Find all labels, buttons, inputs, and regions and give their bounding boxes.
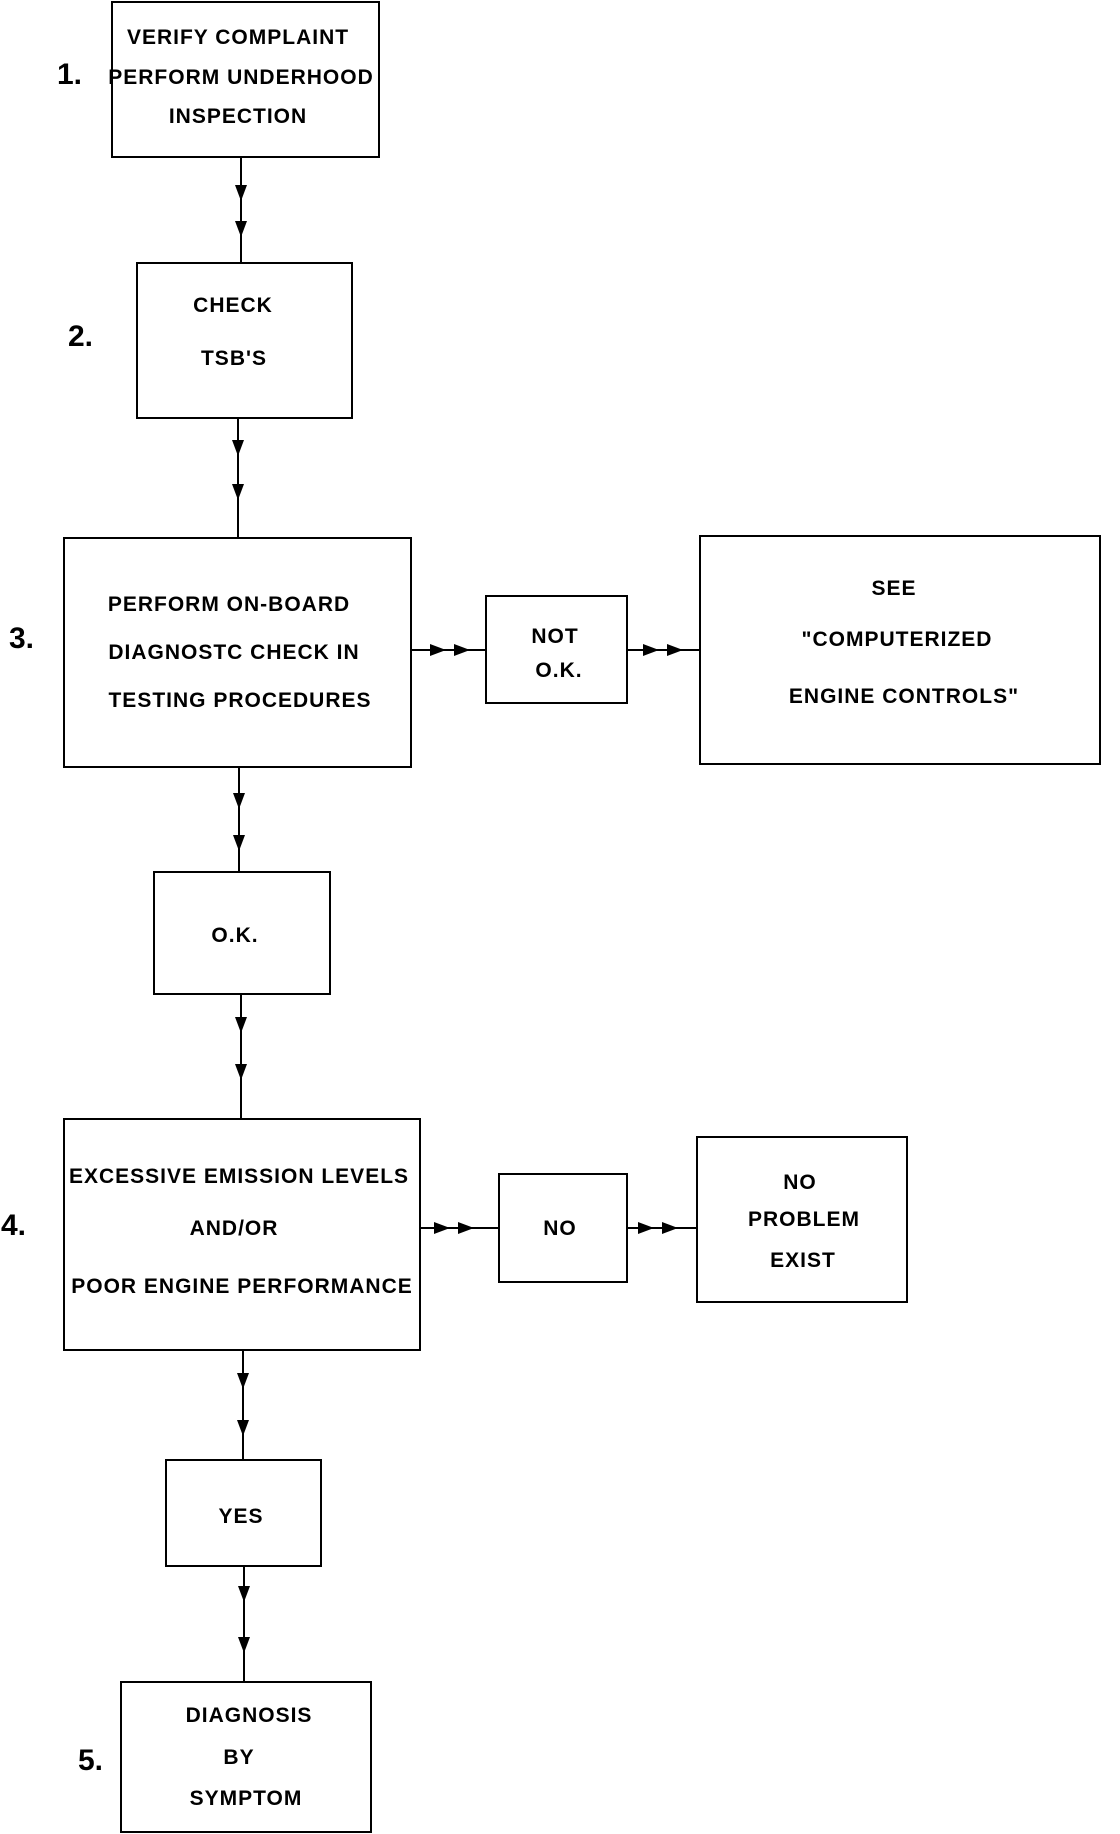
box-line: NO bbox=[783, 1171, 817, 1194]
box-see-computerized-frame bbox=[699, 535, 1101, 765]
arrowhead bbox=[238, 1586, 250, 1602]
step-number-2: 2. bbox=[68, 320, 93, 353]
box-not-ok: NOT O.K. bbox=[485, 595, 628, 704]
box-line: PROBLEM bbox=[748, 1208, 860, 1231]
box-verify-complaint-frame bbox=[111, 1, 380, 158]
arrowhead bbox=[662, 1222, 678, 1234]
box-no-problem-exist-frame bbox=[696, 1136, 908, 1303]
box-line: AND/OR bbox=[190, 1217, 279, 1240]
step-number-3: 3. bbox=[9, 622, 34, 655]
step-number-1: 1. bbox=[57, 58, 82, 91]
arrowhead bbox=[235, 221, 247, 237]
box-ok-frame bbox=[153, 871, 331, 995]
arrowhead bbox=[233, 835, 245, 851]
box-line: NO bbox=[543, 1217, 577, 1240]
arrowhead bbox=[235, 1017, 247, 1033]
box-line: POOR ENGINE PERFORMANCE bbox=[71, 1275, 413, 1298]
box-line: TESTING PROCEDURES bbox=[108, 689, 371, 712]
box-line: YES bbox=[218, 1505, 263, 1528]
box-ok: O.K. bbox=[153, 871, 331, 995]
box-line: EXCESSIVE EMISSION LEVELS bbox=[69, 1165, 409, 1188]
box-line: O.K. bbox=[535, 659, 582, 682]
arrowhead bbox=[237, 1420, 249, 1436]
step-number-4: 4. bbox=[1, 1209, 26, 1242]
box-line: DIAGNOSIS bbox=[186, 1704, 313, 1727]
arrowhead bbox=[434, 1222, 450, 1234]
arrowhead bbox=[232, 440, 244, 456]
box-onboard-diagnostic-frame bbox=[63, 537, 412, 768]
box-check-tsbs-frame bbox=[136, 262, 353, 419]
arrowhead bbox=[638, 1222, 654, 1234]
box-line: PERFORM UNDERHOOD bbox=[108, 66, 374, 89]
box-no-problem-exist: NO PROBLEM EXIST bbox=[696, 1136, 908, 1303]
step-numbers: 1. 2. 3. 4. 5. bbox=[1, 58, 103, 1777]
box-line: DIAGNOSTC CHECK IN bbox=[108, 641, 359, 664]
box-line: ENGINE CONTROLS" bbox=[789, 685, 1019, 708]
box-line: TSB'S bbox=[201, 347, 267, 370]
box-line: SYMPTOM bbox=[190, 1787, 303, 1810]
arrowhead bbox=[235, 1064, 247, 1080]
connectors bbox=[237, 157, 700, 1682]
box-onboard-diagnostic: PERFORM ON-BOARD DIAGNOSTC CHECK IN TEST… bbox=[63, 537, 412, 768]
arrowhead bbox=[643, 644, 659, 656]
box-excessive-emission-frame bbox=[63, 1118, 421, 1351]
box-excessive-emission: EXCESSIVE EMISSION LEVELS AND/OR POOR EN… bbox=[63, 1118, 421, 1351]
box-verify-complaint: VERIFY COMPLAINT PERFORM UNDERHOOD INSPE… bbox=[108, 1, 380, 158]
box-yes: YES bbox=[165, 1459, 322, 1567]
arrowhead bbox=[233, 793, 245, 809]
box-no-frame bbox=[498, 1173, 628, 1283]
box-line: VERIFY COMPLAINT bbox=[127, 26, 349, 49]
box-line: "COMPUTERIZED bbox=[802, 628, 993, 651]
box-line: SEE bbox=[871, 577, 916, 600]
arrowhead bbox=[430, 644, 446, 656]
box-line: CHECK bbox=[193, 294, 273, 317]
box-line: BY bbox=[223, 1746, 254, 1769]
step-number-5: 5. bbox=[78, 1744, 103, 1777]
arrowhead bbox=[237, 1373, 249, 1389]
box-not-ok-frame bbox=[485, 595, 628, 704]
box-diagnosis-by-symptom: DIAGNOSIS BY SYMPTOM bbox=[120, 1681, 372, 1833]
arrowhead bbox=[458, 1222, 474, 1234]
box-diagnosis-by-symptom-frame bbox=[120, 1681, 372, 1833]
arrowhead bbox=[235, 185, 247, 201]
box-line: NOT bbox=[531, 625, 578, 648]
box-no: NO bbox=[498, 1173, 628, 1283]
box-line: PERFORM ON-BOARD bbox=[108, 593, 350, 616]
box-check-tsbs: CHECK TSB'S bbox=[136, 262, 353, 419]
box-line: EXIST bbox=[770, 1249, 836, 1272]
box-line: O.K. bbox=[211, 924, 258, 947]
arrowhead bbox=[238, 1637, 250, 1653]
arrowhead bbox=[667, 644, 683, 656]
arrowhead bbox=[454, 644, 470, 656]
box-line: INSPECTION bbox=[169, 105, 307, 128]
arrowhead bbox=[232, 484, 244, 500]
arrowheads bbox=[232, 185, 683, 1653]
box-see-computerized: SEE "COMPUTERIZED ENGINE CONTROLS" bbox=[699, 535, 1101, 765]
box-yes-frame bbox=[165, 1459, 322, 1567]
